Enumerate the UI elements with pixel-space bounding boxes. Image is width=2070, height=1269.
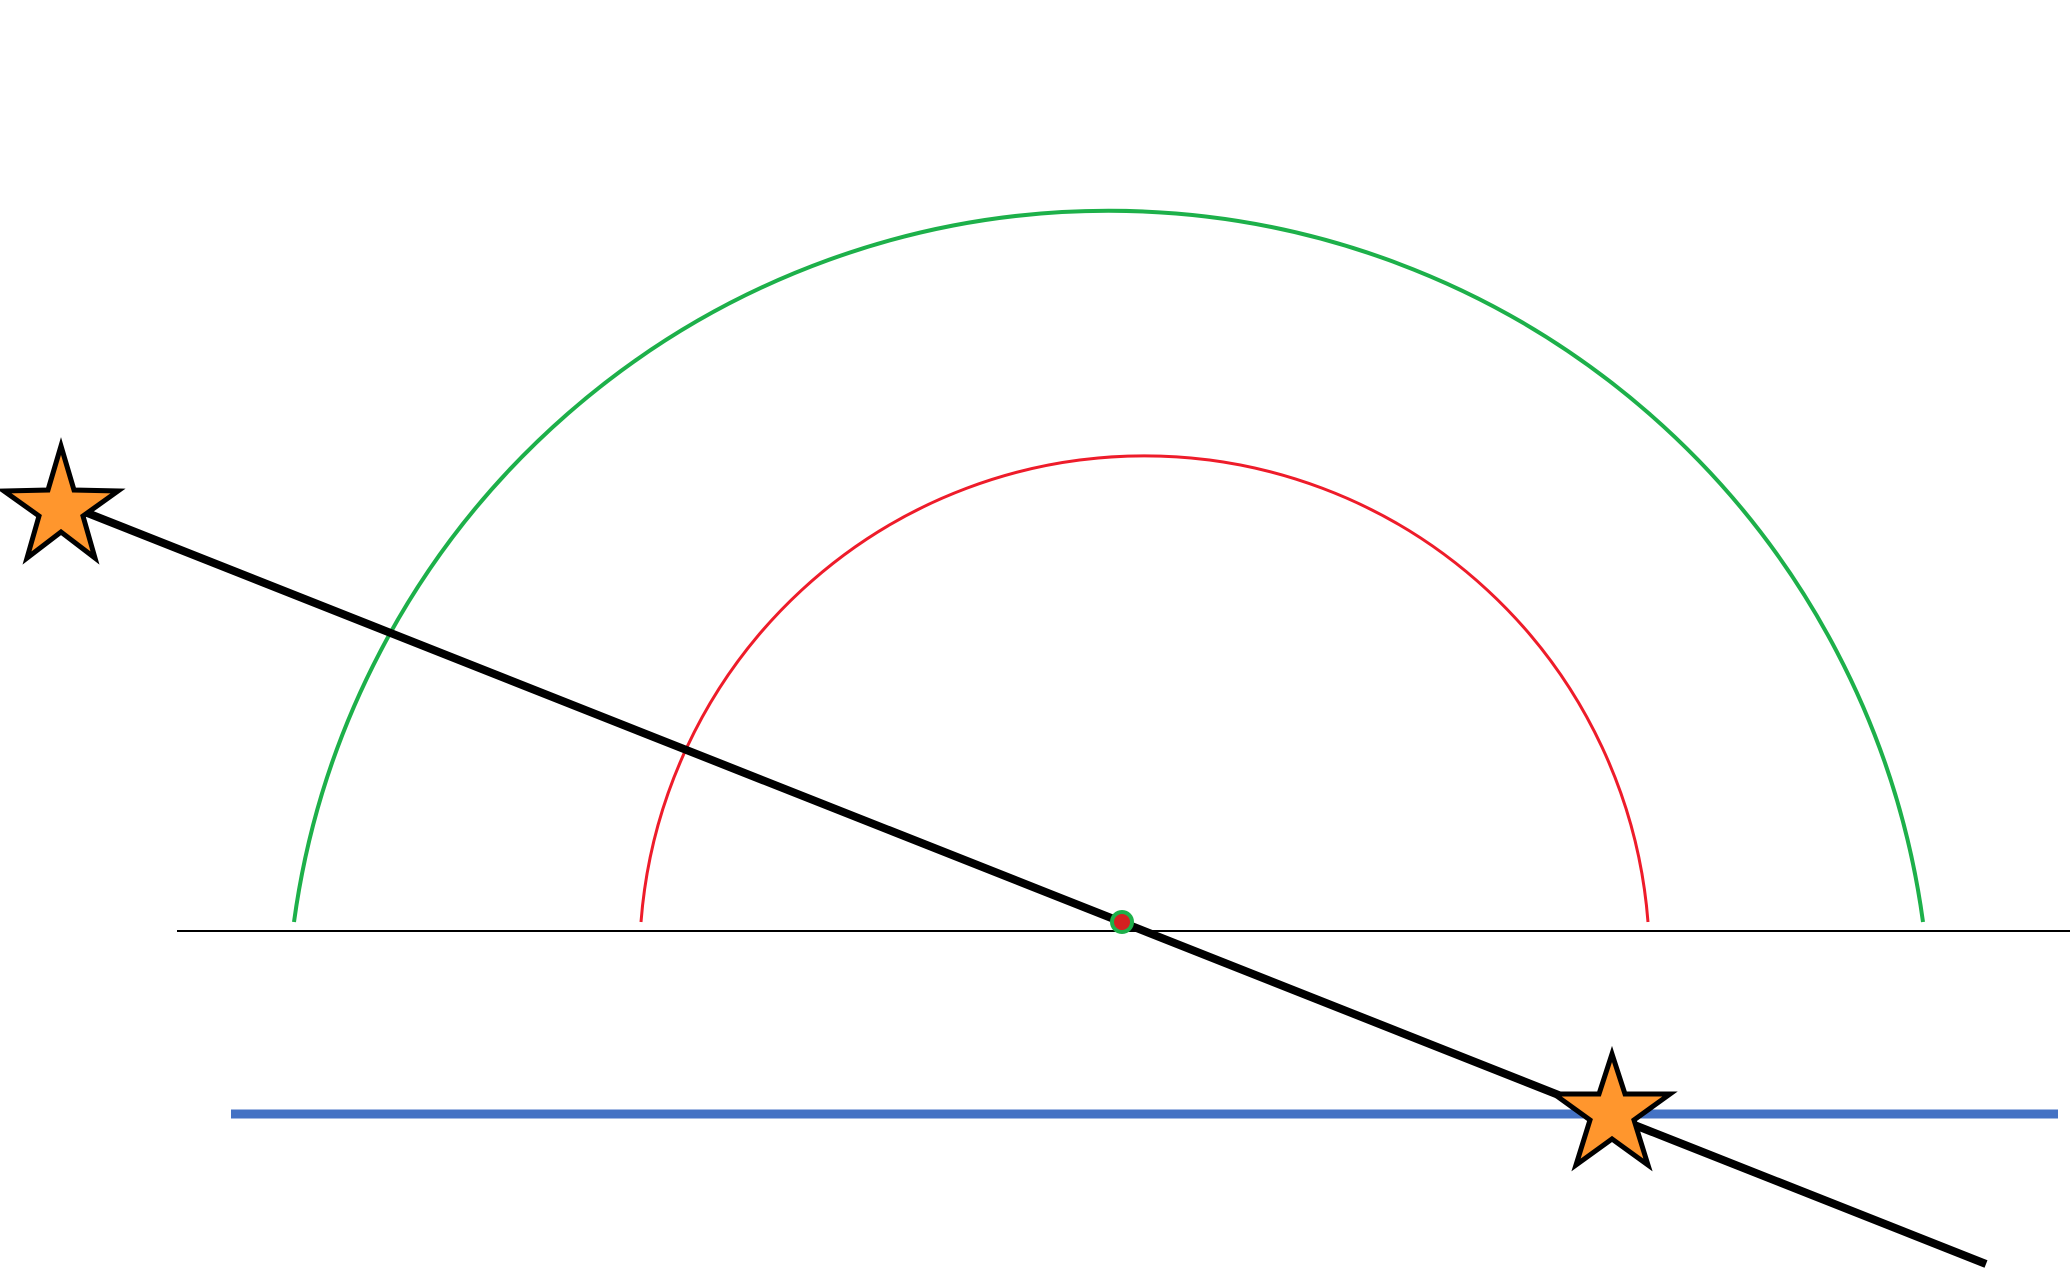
outer-arc (292, 208, 1925, 923)
center-point (1110, 910, 1134, 934)
star-lower-right (1546, 1045, 1678, 1172)
inner-arc (639, 454, 1650, 923)
slanted-line (60, 499, 1988, 1268)
star-upper-left (0, 437, 126, 565)
